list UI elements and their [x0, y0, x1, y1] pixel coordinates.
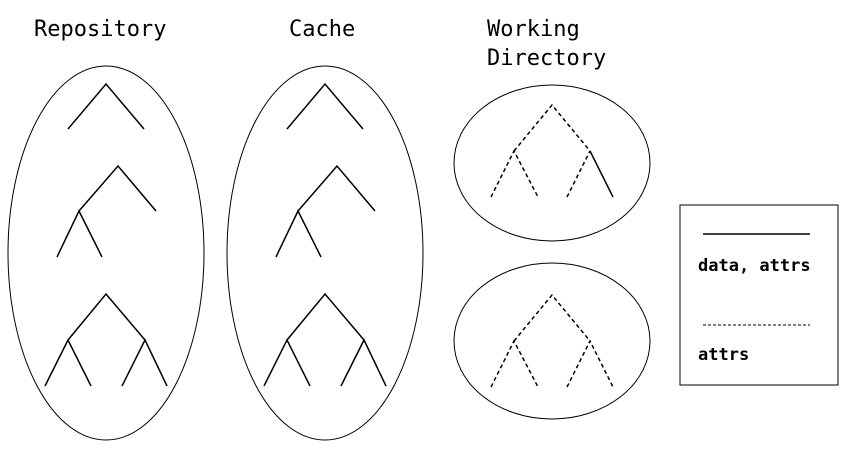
repository-tree-2	[56, 164, 157, 258]
legend-box	[679, 204, 839, 386]
cache-tree-3	[263, 292, 387, 387]
repository-group	[7, 65, 205, 441]
repository-ellipse	[7, 65, 205, 441]
working-directory-title-line1: Working	[487, 17, 580, 42]
working-directory-ellipse-bottom	[453, 262, 651, 420]
cache-tree-1	[286, 82, 364, 130]
repository-tree-1	[67, 82, 145, 130]
legend: data, attrs attrs	[679, 204, 839, 386]
cache-group	[226, 65, 424, 441]
cache-ellipse	[226, 65, 424, 441]
working-directory-group-top	[453, 84, 651, 242]
repository-title: Repository	[34, 17, 166, 42]
cache-tree-2	[275, 164, 376, 258]
working-directory-title-line2: Directory	[487, 46, 606, 71]
working-directory-group-bottom	[453, 262, 651, 420]
working-directory-ellipse-top	[453, 84, 651, 242]
repository-tree-3	[44, 292, 168, 387]
legend-dashed-label: attrs	[698, 345, 749, 365]
legend-solid-label: data, attrs	[698, 256, 811, 276]
cache-title: Cache	[289, 17, 355, 42]
